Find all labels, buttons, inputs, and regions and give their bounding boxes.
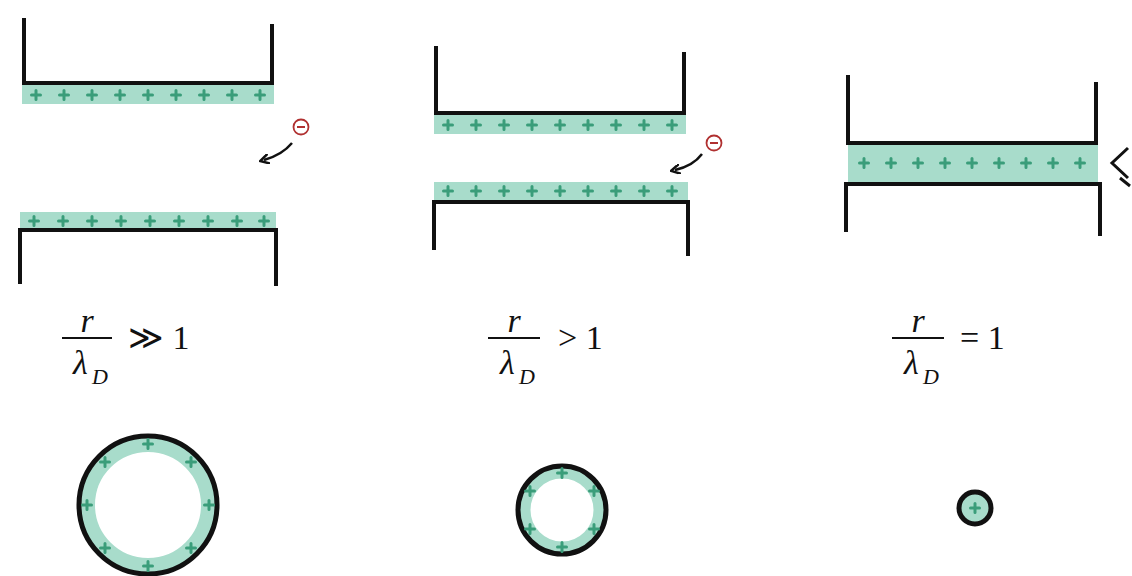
electron: [294, 120, 309, 135]
wide-slit-pore: [20, 18, 309, 286]
narrow-pore-section: [518, 466, 606, 554]
fraction-bars: [62, 338, 944, 339]
smallest-pore-section: [959, 492, 991, 524]
narrow-slit-pore: [434, 46, 722, 256]
blocked-arrow: [1112, 148, 1130, 186]
subscript: D: [923, 366, 939, 388]
fraction-numerator: r: [911, 304, 924, 338]
relation: > 1: [558, 321, 603, 355]
wide-pore-section: [79, 436, 217, 574]
electron-path: [264, 143, 292, 160]
electron-path: [675, 154, 702, 170]
fraction-numerator: r: [507, 304, 520, 338]
overlapped-slit-pore: [846, 75, 1130, 236]
subscript: D: [92, 366, 108, 388]
relation: ≫ 1: [128, 321, 190, 355]
fraction-denominator: λ: [73, 346, 88, 380]
electron: [707, 136, 722, 151]
subscript: D: [519, 366, 535, 388]
fraction-numerator: r: [80, 304, 93, 338]
relation: = 1: [960, 321, 1005, 355]
fraction-denominator: λ: [500, 346, 515, 380]
fraction-denominator: λ: [904, 346, 919, 380]
